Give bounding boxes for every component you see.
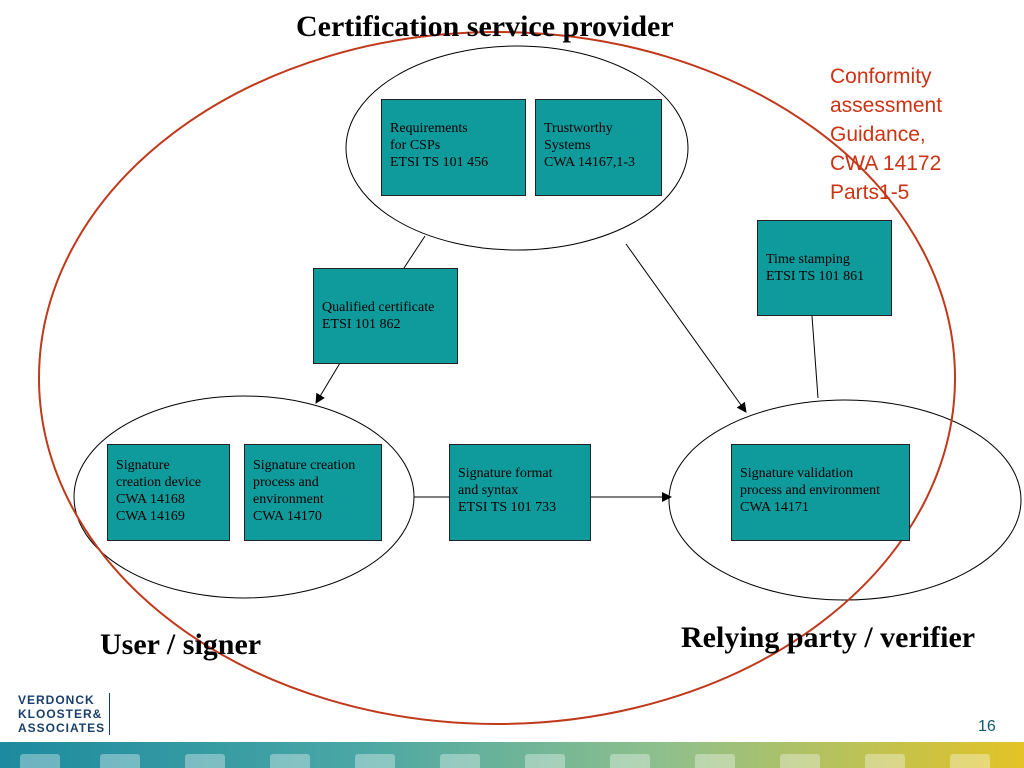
csp-to-qualified-line [403, 235, 426, 269]
timestamp-to-relying-line [811, 315, 819, 399]
footer-tile [100, 754, 140, 768]
csp-ellipse [345, 45, 689, 251]
logo-line-3: ASSOCIATES [18, 721, 106, 735]
footer-tile [695, 754, 735, 768]
signature-creation-device-box: Signature creation device CWA 14168 CWA … [107, 444, 230, 541]
footer-tile [355, 754, 395, 768]
logo-line-1: VERDONCK [18, 693, 95, 707]
footer-tile [20, 754, 60, 768]
footer-tile [780, 754, 820, 768]
csp-to-relying-arrow [625, 243, 747, 413]
footer-tile [440, 754, 480, 768]
footer-tile [185, 754, 225, 768]
conformity-scope-ellipse [38, 31, 956, 725]
conformity-assessment-note: Conformity assessment Guidance, CWA 1417… [830, 65, 943, 204]
qualified-certificate-box: Qualified certificate ETSI 101 862 [313, 268, 458, 364]
footer-tile [950, 754, 990, 768]
requirements-csps-box: Requirements for CSPs ETSI TS 101 456 [381, 99, 526, 196]
signature-format-box: Signature format and syntax ETSI TS 101 … [449, 444, 591, 541]
logo-line-2: KLOOSTER& [18, 707, 103, 721]
user-signer-title: User / signer [100, 628, 262, 661]
footer-tile [270, 754, 310, 768]
trustworthy-systems-box: Trustworthy Systems CWA 14167,1-3 [535, 99, 662, 196]
signature-creation-process-box: Signature creation process and environme… [244, 444, 382, 541]
qualified-to-user-arrow [315, 362, 341, 404]
footer-tile [610, 754, 650, 768]
csp-title: Certification service provider [296, 10, 674, 43]
company-logo: VERDONCK KLOOSTER& ASSOCIATES [18, 693, 111, 735]
footer-gradient-bar [0, 742, 1024, 768]
footer-tile [865, 754, 905, 768]
footer-tile [525, 754, 565, 768]
relying-party-title: Relying party / verifier [681, 621, 976, 654]
signature-validation-box: Signature validation process and environ… [731, 444, 910, 541]
time-stamping-box: Time stamping ETSI TS 101 861 [757, 220, 892, 316]
page-number: 16 [978, 718, 996, 735]
